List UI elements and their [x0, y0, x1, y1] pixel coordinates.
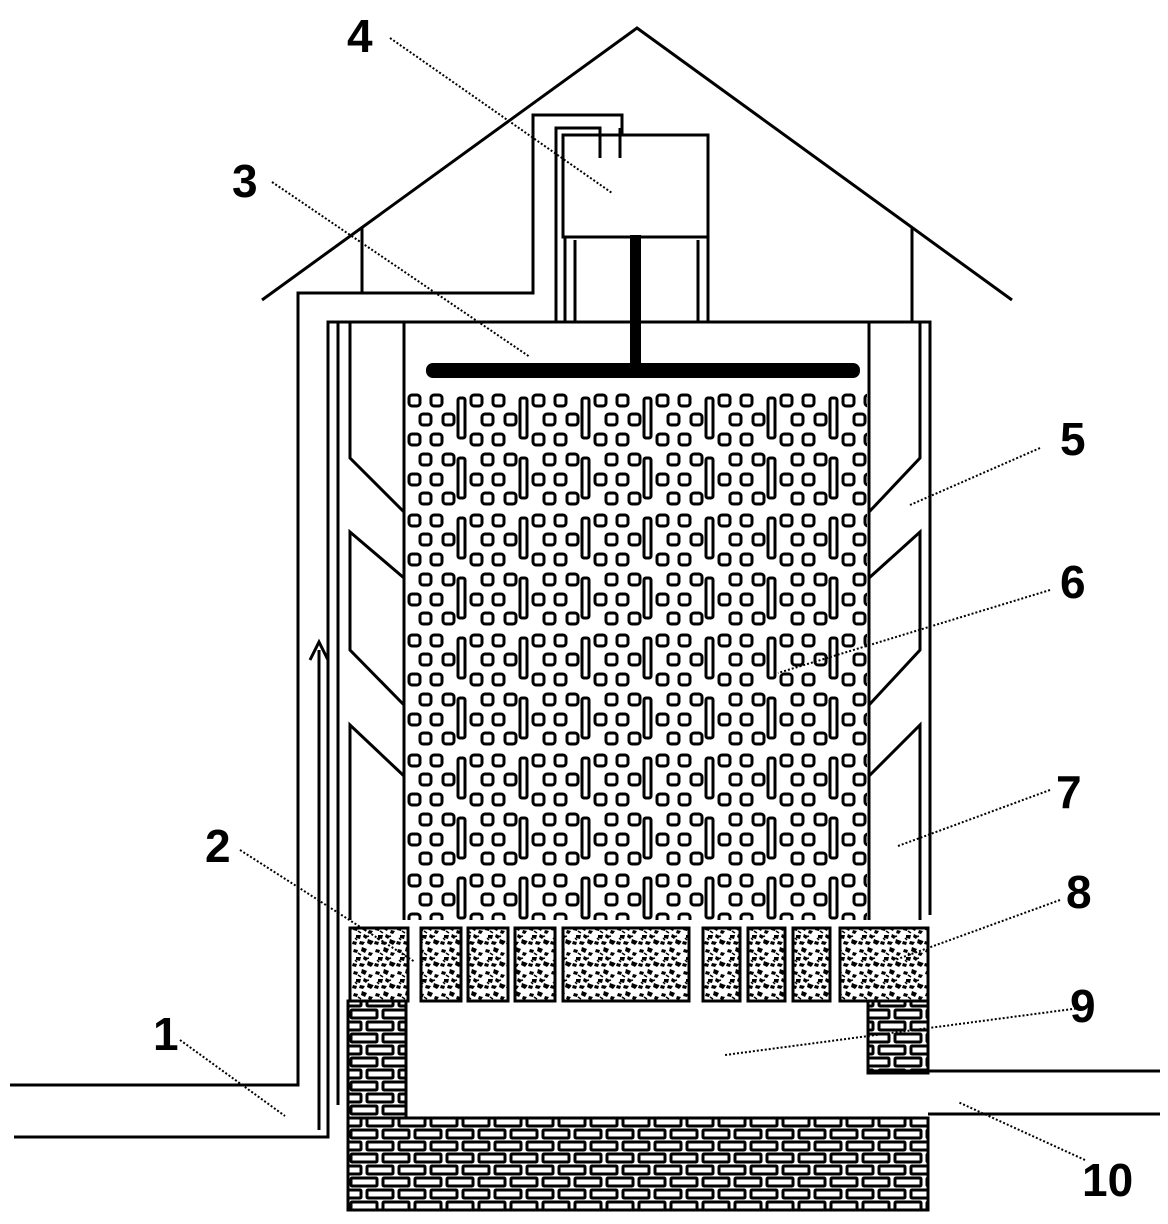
label-6: 6 [1060, 556, 1086, 608]
label-4: 4 [347, 10, 373, 62]
brick-base [346, 999, 930, 1212]
label-8: 8 [1066, 866, 1092, 918]
label-5: 5 [1060, 413, 1086, 465]
label-3: 3 [232, 155, 258, 207]
label-9: 9 [1070, 980, 1096, 1032]
outlet-pipe [868, 1069, 1160, 1116]
label-2: 2 [205, 820, 231, 872]
label-1: 1 [153, 1008, 179, 1060]
house-roof [261, 26, 1013, 322]
inlet-pipe [10, 113, 624, 1139]
gravel-layer [348, 926, 930, 1003]
label-7: 7 [1056, 766, 1082, 818]
label-10: 10 [1082, 1154, 1133, 1206]
filter-media [407, 390, 867, 920]
pump-tank [554, 126, 710, 324]
side-baffles [348, 322, 922, 920]
distribution-pipe [426, 235, 860, 378]
leader-lines [179, 37, 1086, 1161]
